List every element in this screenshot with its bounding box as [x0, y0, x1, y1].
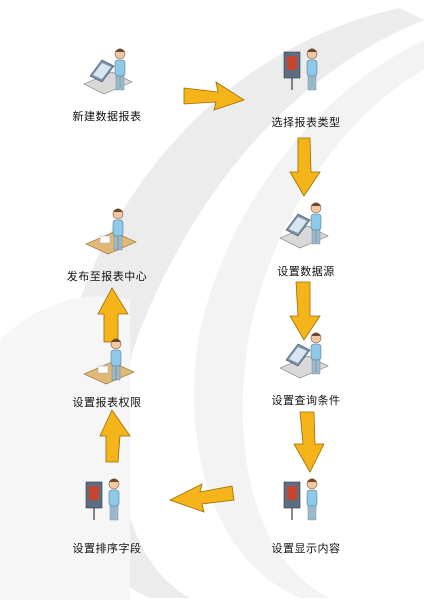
flow-arrow-down — [293, 411, 325, 473]
step-label-choose-type: 选择报表类型 — [271, 116, 341, 129]
flow-arrow-up — [99, 409, 131, 463]
person-at-laptop-icon — [279, 202, 329, 249]
person-at-laptop-icon — [83, 48, 133, 95]
flow-arrows — [97, 81, 325, 513]
step-label-publish: 发布至报表中心 — [66, 270, 148, 283]
flow-arrow-down — [289, 281, 321, 341]
step-label-display-content: 设置显示内容 — [271, 542, 341, 555]
person-at-presentation-board-icon — [283, 48, 318, 91]
person-at-desk-icon — [85, 208, 137, 255]
step-icons — [83, 48, 329, 521]
person-at-presentation-board-icon — [283, 478, 318, 521]
flow-arrow-down — [289, 137, 321, 197]
step-label-query-conditions: 设置查询条件 — [271, 394, 341, 407]
person-at-laptop-icon — [279, 332, 329, 379]
person-at-presentation-board-icon — [85, 478, 120, 521]
person-at-desk-icon — [83, 338, 135, 385]
step-label-new-report: 新建数据报表 — [72, 110, 142, 123]
step-label-permissions: 设置报表权限 — [72, 396, 142, 409]
flow-arrow-up — [97, 287, 129, 343]
flow-arrow-left — [168, 483, 235, 513]
step-label-sort-fields: 设置排序字段 — [72, 542, 142, 555]
step-label-data-source: 设置数据源 — [277, 265, 335, 278]
flow-arrow-right — [183, 81, 245, 111]
